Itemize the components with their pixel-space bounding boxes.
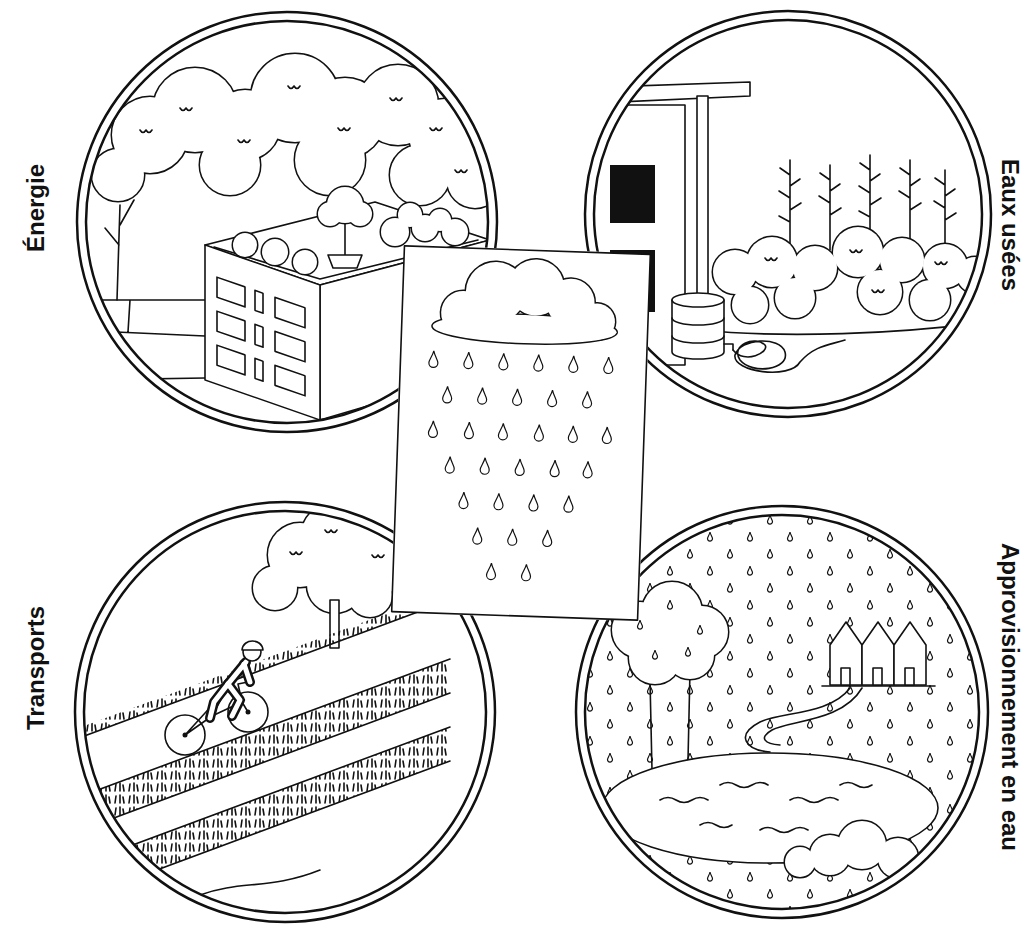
bike-path-scene [60,500,450,936]
circle-ring [84,511,486,913]
circle-outline [583,9,993,419]
circle-outline [73,500,497,924]
circle-outline [574,504,990,920]
circle-ring [77,12,497,432]
scene-circle: Énergie [75,10,499,434]
circle-label: Énergie [23,164,49,252]
circle-label: Eaux usées [997,159,1023,291]
circle-ring [86,21,488,423]
scene-circle: Approvisionnement en eau [574,504,990,920]
scene-circle: Transports [73,500,497,924]
circle-label: Approvisionnement en eau [997,543,1023,851]
circle-outline [75,10,499,434]
circle-ring [585,515,979,909]
circle-ring [594,20,982,408]
circle-ring [75,502,495,922]
rain-panel [392,246,651,620]
circle-label: Transports [23,606,49,730]
scene-circle: Eaux usées [583,9,993,419]
circle-ring [576,506,988,918]
circle-ring [585,11,991,417]
